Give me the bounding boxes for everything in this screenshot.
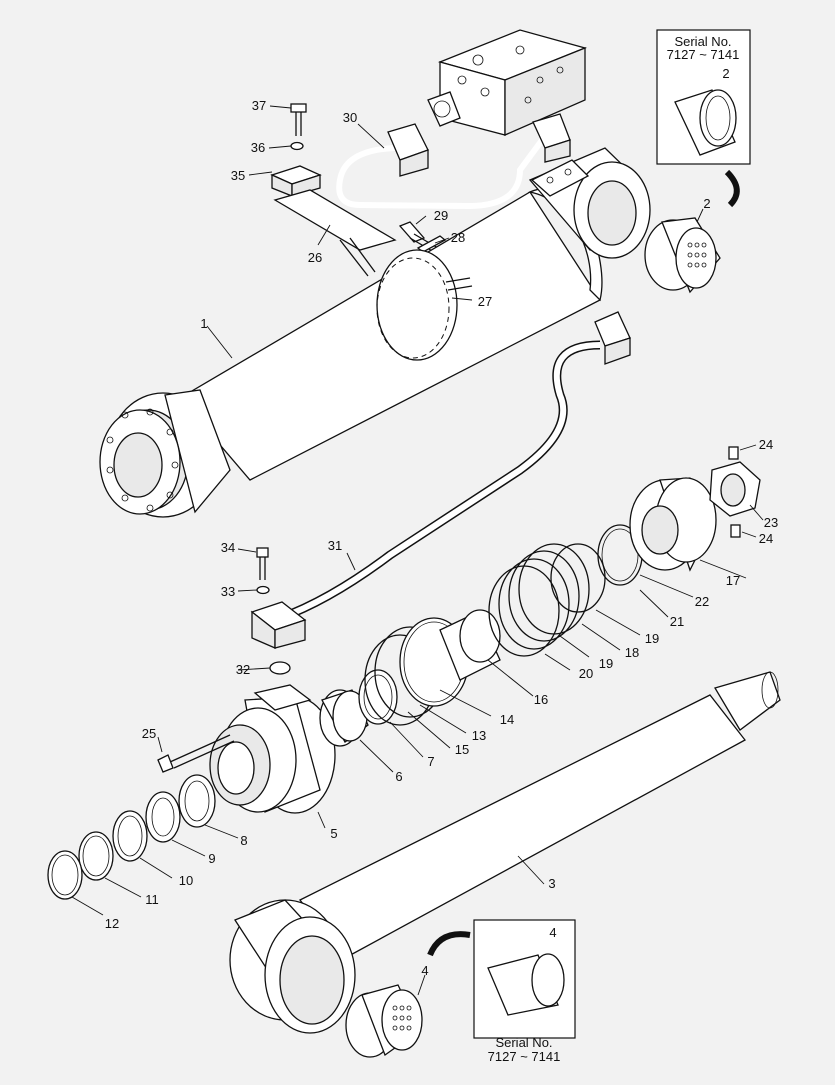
rod-head-5	[157, 684, 336, 814]
callout-9: 9	[208, 851, 215, 866]
callout-36: 36	[251, 140, 265, 155]
bolt-34	[256, 547, 291, 675]
callout-29: 29	[434, 208, 448, 223]
callout-17: 17	[726, 573, 740, 588]
callout-15: 15	[455, 742, 469, 757]
seal-stack-right	[488, 446, 761, 657]
clamp-assembly	[270, 103, 397, 277]
callout-3: 3	[548, 876, 555, 891]
callout-10: 10	[179, 873, 193, 888]
callout-33: 33	[221, 584, 235, 599]
callout-31: 31	[328, 538, 342, 553]
inset-box-top	[656, 29, 751, 208]
cylinder-tube	[99, 147, 651, 518]
callout-16: 16	[534, 692, 548, 707]
callout-4-inset: 4	[549, 925, 556, 940]
callout-13: 13	[472, 728, 486, 743]
callout-7: 7	[427, 754, 434, 769]
callout-28: 28	[451, 230, 465, 245]
callout-5: 5	[330, 826, 337, 841]
callout-14: 14	[500, 712, 514, 727]
callout-6: 6	[395, 769, 402, 784]
valve-block	[427, 29, 588, 136]
piston-rod-3	[229, 671, 781, 1034]
callout-19-bottom: 19	[599, 656, 613, 671]
callout-2: 2	[703, 196, 710, 211]
seal-stack-left	[47, 774, 216, 900]
callout-24-top: 24	[759, 437, 773, 452]
pipe-30	[336, 113, 571, 210]
inset-bottom-serial-range: 7127 ~ 7141	[488, 1049, 561, 1064]
callout-27: 27	[478, 294, 492, 309]
callout-20: 20	[579, 666, 593, 681]
callout-2-inset: 2	[722, 66, 729, 81]
callout-24-bottom: 24	[759, 531, 773, 546]
callout-labels: Serial No. 7127 ~ 7141 2 2 37 36 35 30 2…	[105, 34, 778, 1064]
callout-35: 35	[231, 168, 245, 183]
callout-26: 26	[308, 250, 322, 265]
callout-1: 1	[200, 316, 207, 331]
callout-30: 30	[343, 110, 357, 125]
callout-34: 34	[221, 540, 235, 555]
bushing-2	[644, 217, 721, 294]
callout-22: 22	[695, 594, 709, 609]
inset-top-serial-label: Serial No.	[674, 34, 731, 49]
bushing-4	[345, 984, 423, 1058]
leader-lines	[71, 105, 764, 996]
callout-18: 18	[625, 645, 639, 660]
callout-32: 32	[236, 662, 250, 677]
inset-top-serial-range: 7127 ~ 7141	[667, 47, 740, 62]
inset-box-bottom	[427, 919, 576, 1039]
callout-8: 8	[240, 833, 247, 848]
seal-stack-middle	[319, 609, 501, 747]
callout-11: 11	[145, 892, 159, 907]
callout-19-top: 19	[645, 631, 659, 646]
callout-25: 25	[142, 726, 156, 741]
callout-21: 21	[670, 614, 684, 629]
callout-37: 37	[252, 98, 266, 113]
callout-23: 23	[764, 515, 778, 530]
pipe-31	[250, 311, 631, 649]
inset-bottom-serial-label: Serial No.	[495, 1035, 552, 1050]
callout-12: 12	[105, 916, 119, 931]
callout-4: 4	[421, 963, 428, 978]
